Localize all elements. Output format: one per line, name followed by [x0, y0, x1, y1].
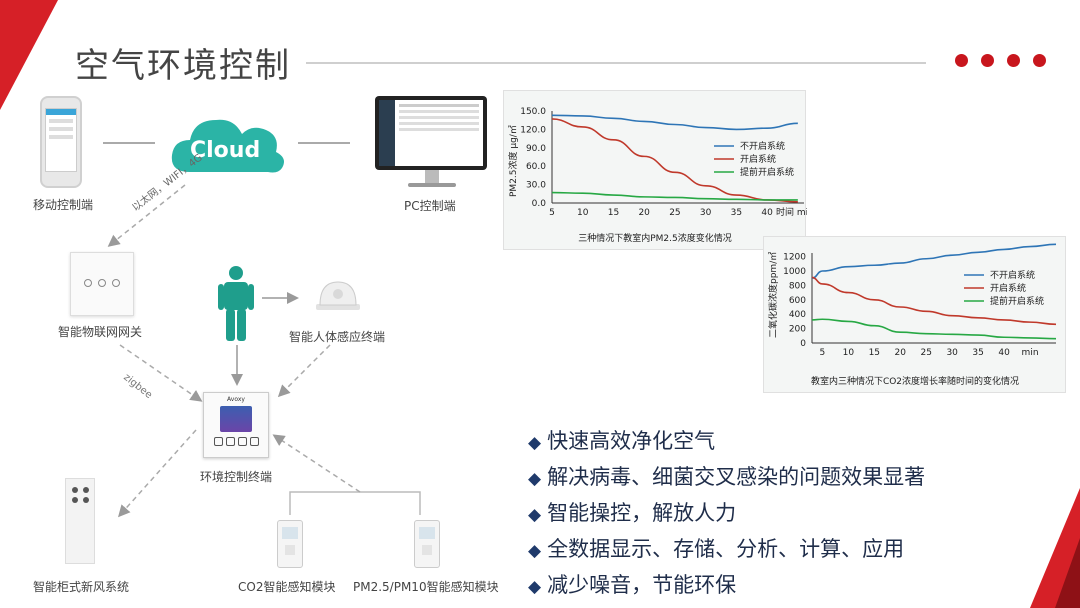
y-tick-label: 600	[789, 296, 806, 306]
legend-label: 不开启系统	[990, 269, 1035, 281]
cloud-icon	[171, 119, 284, 173]
x-tick-label: 30	[946, 348, 958, 358]
y-axis-label: PM2.5浓度 μg/㎡	[507, 125, 519, 197]
control-terminal-label: 环境控制终端	[200, 470, 273, 484]
pm-module-label: PM2.5/PM10智能感知模块	[353, 580, 499, 594]
y-tick-label: 60.0	[526, 162, 546, 172]
pc-label: PC控制端	[404, 199, 456, 213]
x-tick-label: 10	[843, 348, 855, 358]
series-line	[811, 276, 1057, 326]
corner-decoration	[0, 0, 58, 110]
x-tick-label: 25	[669, 208, 680, 218]
x-tick-label: 5	[549, 208, 555, 218]
mobile-label: 移动控制端	[33, 198, 94, 212]
title-divider	[306, 62, 926, 64]
legend-label: 开启系统	[740, 153, 776, 165]
x-tick-label: 10	[577, 208, 589, 218]
y-axis-label: 二氧化碳浓度ppm/㎡	[767, 252, 779, 338]
co2-chart: 0 200 400 600 800 1000 1200 5 10 15 20 25 30 35 40 min 二…	[767, 243, 1057, 387]
pm25-chart: 0.0 30.0 60.0 90.0 120.0 150.0 5 10 15 20 25 30 35 40…	[507, 107, 814, 244]
co2-module-image	[277, 520, 303, 568]
fresh-air-cabinet-label: 智能柜式新风系统	[33, 580, 130, 594]
legend-label: 提前开启系统	[740, 166, 794, 178]
bullet-item: ◆智能操控，解放人力	[528, 501, 737, 525]
bullet-item: ◆快速高效净化空气	[528, 429, 716, 453]
pm-module-image	[414, 520, 440, 568]
x-tick-label: 15	[869, 348, 880, 358]
y-tick-label: 0.0	[532, 199, 547, 209]
x-tick-label: 35	[731, 208, 742, 218]
legend-label: 提前开启系统	[990, 295, 1044, 307]
x-axis-label: 时间 min	[776, 206, 807, 218]
series-line	[811, 318, 1057, 340]
series-line	[551, 191, 798, 201]
chart-title: 三种情况下教室内PM2.5浓度变化情况	[578, 232, 732, 244]
terminal-brand: Avoxy	[227, 396, 245, 403]
series-line	[551, 118, 798, 203]
bullet-item: ◆全数据显示、存储、分析、计算、应用	[528, 537, 905, 561]
co2-chart-panel: 0 200 400 600 800 1000 1200 5 10 15 20 25 30 35 40 min 二…	[763, 236, 1066, 393]
chart-title: 教室内三种情况下CO2浓度增长率随时间的变化情况	[811, 375, 1019, 387]
human-sensor-image	[316, 281, 360, 310]
cloud-label: Cloud	[190, 138, 261, 163]
y-tick-label: 120.0	[520, 125, 546, 135]
x-tick-label: 25	[920, 348, 931, 358]
system-diagram	[103, 142, 421, 518]
y-tick-label: 150.0	[520, 107, 546, 117]
x-tick-label: min	[1022, 348, 1039, 358]
mobile-phone-image	[40, 96, 82, 188]
y-tick-label: 30.0	[526, 181, 546, 191]
pc-monitor-image	[375, 96, 487, 170]
series-line	[551, 114, 798, 131]
page-title: 空气环境控制	[75, 46, 291, 86]
y-tick-label: 1200	[783, 253, 806, 263]
header-dots	[955, 54, 1046, 67]
x-tick-label: 40	[761, 208, 773, 218]
y-tick-label: 90.0	[526, 144, 546, 154]
pm25-chart-panel: 0.0 30.0 60.0 90.0 120.0 150.0 5 10 15 20 25 30 35 40…	[503, 90, 814, 250]
fresh-air-cabinet-image	[65, 478, 95, 564]
gateway-label: 智能物联网网关	[58, 325, 143, 339]
y-tick-label: 200	[789, 325, 806, 335]
x-tick-label: 35	[972, 348, 983, 358]
x-tick-label: 5	[820, 348, 826, 358]
legend-label: 不开启系统	[740, 140, 785, 152]
corner-decoration-bottom	[1030, 488, 1080, 608]
bullet-item: ◆减少噪音，节能环保	[528, 573, 737, 597]
human-sensor-label: 智能人体感应终端	[289, 330, 386, 344]
co2-module-label: CO2智能感知模块	[238, 580, 336, 594]
person-icon	[218, 266, 254, 341]
series-line	[811, 243, 1057, 279]
x-tick-label: 20	[638, 208, 650, 218]
x-tick-label: 40	[998, 348, 1010, 358]
y-tick-label: 800	[789, 281, 806, 291]
gateway-image	[70, 252, 134, 316]
x-tick-label: 15	[608, 208, 619, 218]
bullet-item: ◆解决病毒、细菌交叉感染的问题效果显著	[528, 465, 926, 489]
y-tick-label: 1000	[783, 267, 806, 277]
y-tick-label: 400	[789, 310, 806, 320]
x-tick-label: 30	[700, 208, 712, 218]
y-tick-label: 0	[800, 339, 806, 349]
control-terminal-image: Avoxy	[203, 392, 269, 458]
x-tick-label: 20	[895, 348, 907, 358]
legend-label: 开启系统	[990, 282, 1026, 294]
